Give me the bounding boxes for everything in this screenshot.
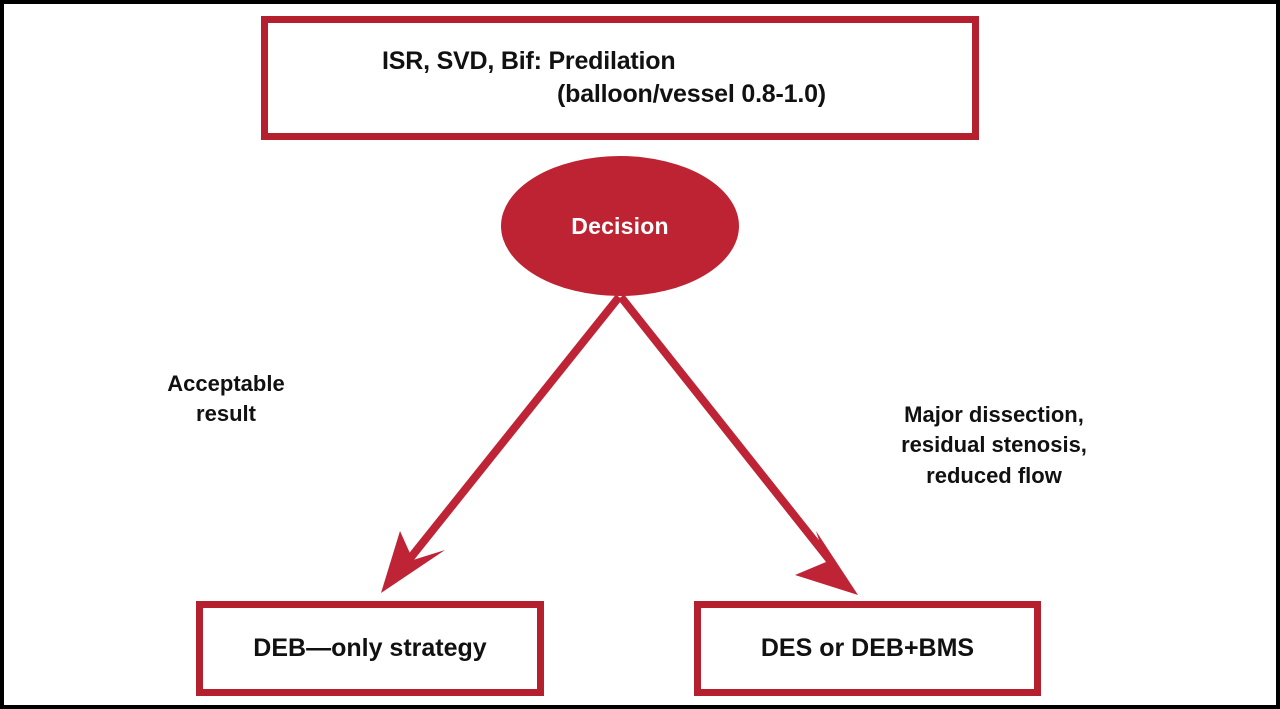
branch-label-complication-line-1: Major dissection,: [904, 402, 1084, 427]
branch-label-acceptable-line-1: Acceptable: [167, 371, 285, 396]
branch-label-complication-line-3: reduced flow: [926, 462, 1062, 488]
arrow-left-shaft: [404, 294, 623, 564]
flow-arrows: [381, 294, 858, 595]
arrow-right-head-icon: [795, 531, 858, 595]
branch-label-complication: Major dissection, residual stenosis, red…: [872, 400, 1116, 491]
branch-label-complication-line-2: residual stenosis,: [901, 432, 1087, 458]
indication-line-2: (balloon/vessel 0.8-1.0): [557, 80, 826, 108]
outcome-box-deb-only-label: DEB—only strategy: [253, 634, 487, 662]
branch-label-acceptable-line-2: result: [196, 401, 256, 427]
arrow-left-head-icon: [381, 531, 445, 593]
outcome-box-des-or-deb-bms-label: DES or DEB+BMS: [760, 634, 975, 662]
arrow-right-branch: [617, 294, 858, 595]
arrow-right-shaft: [617, 294, 836, 566]
decision-node-label: Decision: [571, 212, 669, 239]
indication-line-1: ISR, SVD, Bif: Predilation: [382, 46, 676, 75]
outcome-box-deb-only: DEB—only strategy: [196, 601, 544, 696]
branch-label-acceptable: Acceptable result: [152, 369, 300, 430]
decision-node: Decision: [501, 156, 739, 296]
indication-box: ISR, SVD, Bif: Predilation (balloon/vess…: [261, 16, 979, 140]
outcome-box-des-or-deb-bms: DES or DEB+BMS: [694, 601, 1041, 696]
arrow-left-branch: [381, 294, 623, 593]
